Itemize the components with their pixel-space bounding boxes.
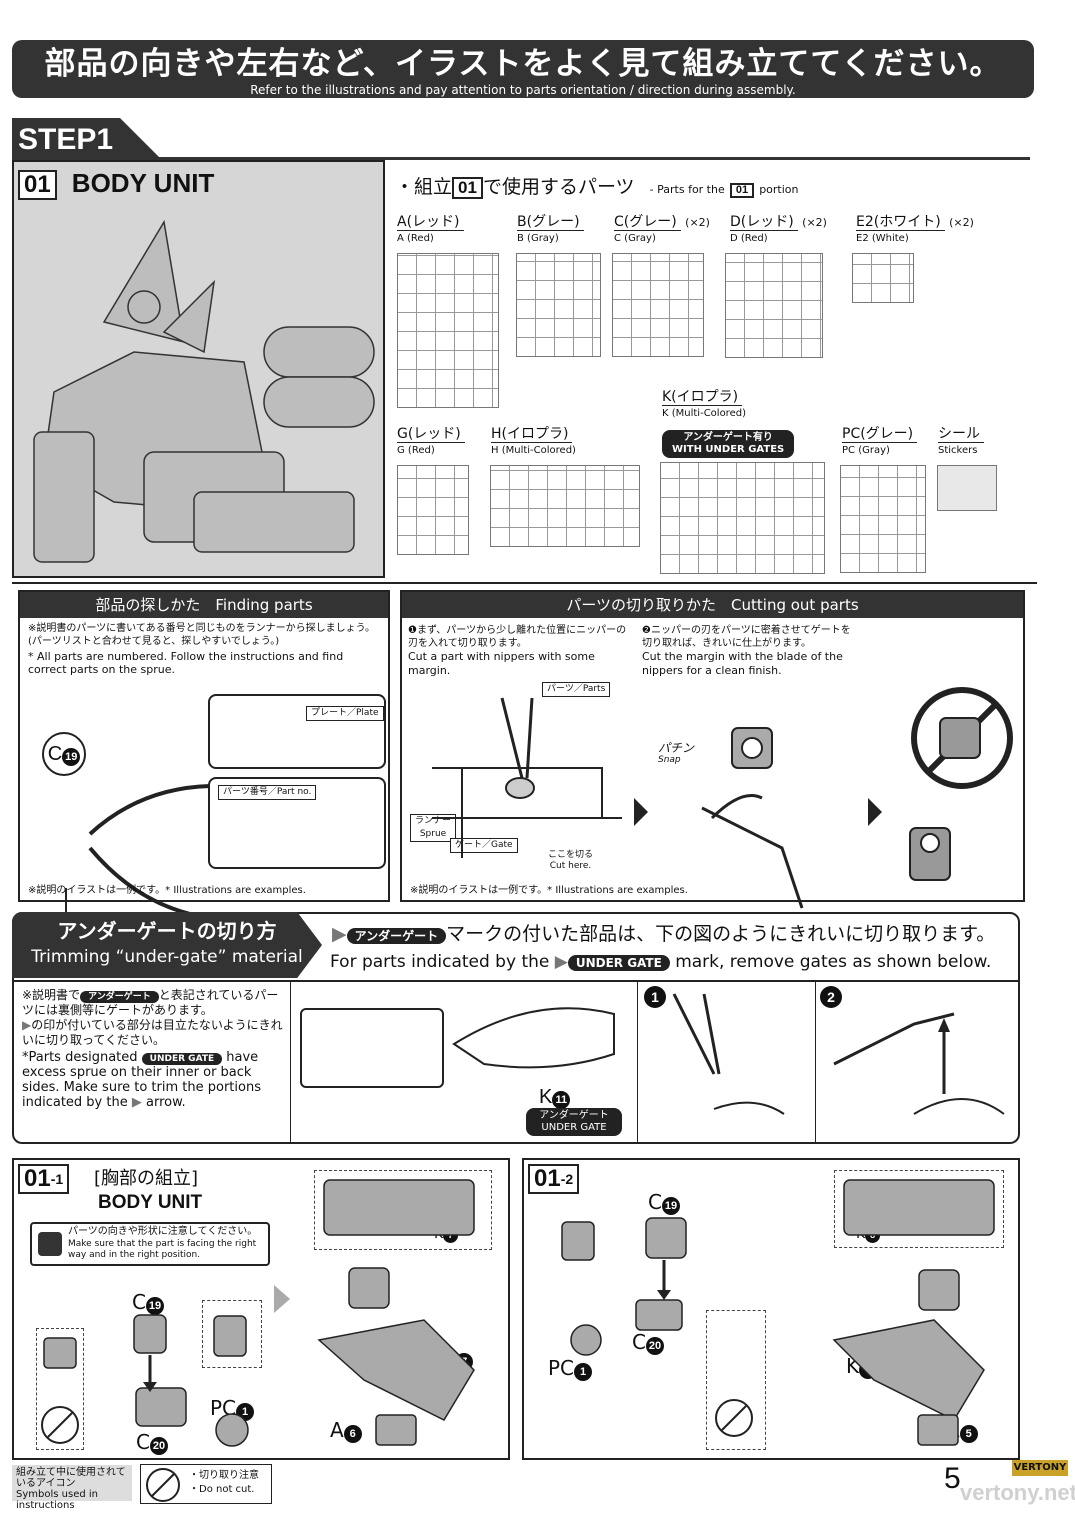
do-not-cut-legend: ・切り取り注意 ・Do not cut. bbox=[140, 1464, 272, 1504]
sprue-label-k: K(イロプラ) K (Multi-Colored) bbox=[662, 389, 746, 419]
sprue-label-c: C(グレー) (×2) C (Gray) bbox=[614, 214, 710, 244]
body-unit-header: 01 BODY UNIT bbox=[18, 168, 214, 200]
step-label: STEP1 bbox=[12, 118, 162, 160]
sprue-label-g: G(レッド) G (Red) bbox=[397, 427, 465, 458]
parts-used-en-prefix: - Parts for the bbox=[649, 183, 725, 196]
partno-label: パーツ番号／Part no. bbox=[218, 785, 317, 800]
banner-title-jp: 部品の向きや左右など、イラストをよく見て組み立ててください。 bbox=[44, 46, 1002, 82]
sub-01-1-inset-3 bbox=[36, 1328, 84, 1450]
body-unit-title: BODY UNIT bbox=[71, 168, 215, 198]
plate-callout: プレート／Plate bbox=[208, 694, 386, 769]
parts-used-suffix: で使用するパーツ bbox=[482, 176, 635, 198]
sub-assembly-01-2: 01-2 C19 K8 C20 PC1 K8 A5 bbox=[522, 1158, 1020, 1460]
under-gate-badge: アンダーゲート有り WITH UNDER GATES bbox=[662, 430, 795, 458]
cutting-step-1: ❶まず、パーツから少し離れた位置にニッパーの刃を入れて切り取ります。 Cut a… bbox=[408, 625, 627, 677]
orientation-icon bbox=[38, 1232, 62, 1256]
sub-01-2-illustration bbox=[561, 1179, 995, 1446]
sprue-label-stickers: シール Stickers bbox=[938, 427, 984, 458]
finding-parts-panel: 部品の探しかた Finding parts ※説明書のパーツに書いてある番号と同… bbox=[18, 590, 390, 932]
sub-01-2-header: 01-2 bbox=[528, 1164, 580, 1194]
under-gate-step-2: 2 bbox=[820, 986, 842, 1008]
under-gate-desc-jp: ▶アンダーゲートマークの付いた部品は、下の図のようにきれいに切り取ります。 bbox=[332, 923, 996, 945]
parts-used-en-suffix: portion bbox=[759, 183, 799, 196]
under-gate-title: アンダーゲートの切り方 Trimming “under-gate” materi… bbox=[12, 912, 322, 978]
under-gate-panel: アンダーゲートの切り方 Trimming “under-gate” materi… bbox=[12, 912, 1020, 1144]
body-unit-number: 01 bbox=[18, 170, 57, 200]
icons-legend-title: 組み立て中に使用されているアイコン Symbols used in instru… bbox=[12, 1465, 132, 1511]
sub-01-1-inset bbox=[314, 1170, 492, 1250]
finding-parts-footer: ※説明のイラストは一例です。* Illustrations are exampl… bbox=[28, 885, 306, 896]
cutting-parts-label: パーツ／Parts bbox=[542, 682, 611, 697]
section-divider bbox=[12, 582, 1037, 584]
cutting-step-2: ❷ニッパーの刃をパーツに密着させてゲートを切り取れば、きれいに仕上がります。 C… bbox=[642, 625, 851, 677]
sub-01-2-inset-2 bbox=[706, 1310, 766, 1450]
page-number: 5 bbox=[944, 1462, 961, 1495]
sprue-h bbox=[490, 465, 640, 547]
sub-01-1-inset-2 bbox=[202, 1300, 262, 1368]
sprue-g bbox=[397, 465, 469, 555]
sprue-d bbox=[725, 253, 823, 358]
body-unit-illustration bbox=[33, 219, 375, 563]
snap-label: パチン Snap bbox=[658, 741, 695, 765]
sprue-a bbox=[397, 253, 499, 408]
plate-label: プレート／Plate bbox=[306, 706, 384, 721]
under-gate-step-1: 1 bbox=[644, 986, 666, 1008]
watermark-logo: VERTONY bbox=[1012, 1460, 1068, 1476]
under-gate-detail bbox=[300, 1008, 444, 1088]
sprue-label-d: D(レッド) (×2) D (Red) bbox=[730, 214, 827, 244]
sprue-label-h: H(イロプラ) H (Multi-Colored) bbox=[491, 426, 576, 456]
sub-01-2-inset bbox=[834, 1170, 1004, 1248]
banner-title-en: Refer to the illustrations and pay atten… bbox=[250, 83, 796, 97]
sub-assembly-01-1: 01-1 [胸部の組立] BODY UNIT パーツの向きや形状に注意してくださ… bbox=[12, 1158, 510, 1460]
sub-01-1-header: 01-1 bbox=[18, 1164, 70, 1194]
parts-used-number: 01 bbox=[452, 177, 483, 199]
under-gate-part-badge: アンダーゲート UNDER GATE bbox=[526, 1108, 622, 1136]
sprue-label-e2: E2(ホワイト) (×2) E2 (White) bbox=[856, 214, 974, 244]
under-gate-desc-en: For parts indicated by the ▶UNDER GATE m… bbox=[330, 952, 992, 972]
cutting-parts-footer: ※説明のイラストは一例です。* Illustrations are exampl… bbox=[410, 885, 688, 896]
parts-used-prefix: ・組立 bbox=[395, 176, 453, 198]
sprue-k bbox=[660, 462, 825, 574]
partno-callout: パーツ番号／Part no. bbox=[208, 777, 386, 869]
cutting-parts-panel: パーツの切り取りかた Cutting out parts ❶まず、パーツから少し… bbox=[400, 590, 1025, 909]
sprue-c bbox=[612, 253, 704, 357]
sticker-sheet bbox=[937, 465, 997, 511]
finding-parts-note-jp: ※説明書のパーツに書いてある番号と同じものをランナーから探しましょう。(パーツリ… bbox=[28, 623, 375, 647]
sprue-pc bbox=[840, 465, 926, 573]
under-gate-illustration bbox=[452, 993, 1005, 1115]
finding-parts-note-en: * All parts are numbered. Follow the ins… bbox=[28, 650, 344, 676]
orientation-note: パーツの向きや形状に注意してください。 Make sure that the p… bbox=[30, 1222, 270, 1266]
sprue-e2 bbox=[852, 253, 914, 303]
sprue-label-a: A(レッド) A (Red) bbox=[397, 215, 464, 246]
instruction-banner: 部品の向きや左右など、イラストをよく見て組み立ててください。 Refer to … bbox=[12, 40, 1034, 98]
sub-01-1-title-en: BODY UNIT bbox=[98, 1192, 203, 1213]
watermark-url: vertony.net bbox=[960, 1480, 1075, 1505]
step-divider bbox=[12, 157, 1030, 160]
cut-here-label: ここを切る Cut here. bbox=[548, 850, 594, 871]
sub-01-1-title-jp: [胸部の組立] bbox=[94, 1168, 199, 1189]
under-gate-divider bbox=[14, 980, 1018, 982]
cutting-illustration bbox=[432, 687, 1013, 909]
body-unit-panel: 01 BODY UNIT bbox=[12, 160, 385, 578]
sub-01-1-illustration bbox=[41, 1179, 475, 1447]
gate-label: ゲート／Gate bbox=[450, 838, 518, 853]
sprue-b bbox=[516, 253, 601, 357]
finding-parts-title: 部品の探しかた Finding parts bbox=[20, 592, 388, 618]
cutting-parts-title: パーツの切り取りかた Cutting out parts bbox=[402, 592, 1023, 618]
step-arrow bbox=[274, 1285, 290, 1313]
do-not-cut-icon bbox=[146, 1468, 180, 1502]
parts-used-en-number: 01 bbox=[729, 183, 755, 198]
under-gate-note: ※説明書でアンダーゲートと表記されているパーツには裏側等にゲートがあります。 ▶… bbox=[22, 988, 283, 1110]
sprue-label-pc: PC(グレー) PC (Gray) bbox=[842, 427, 918, 458]
sprue-label-b: B(グレー) B (Gray) bbox=[517, 215, 584, 246]
